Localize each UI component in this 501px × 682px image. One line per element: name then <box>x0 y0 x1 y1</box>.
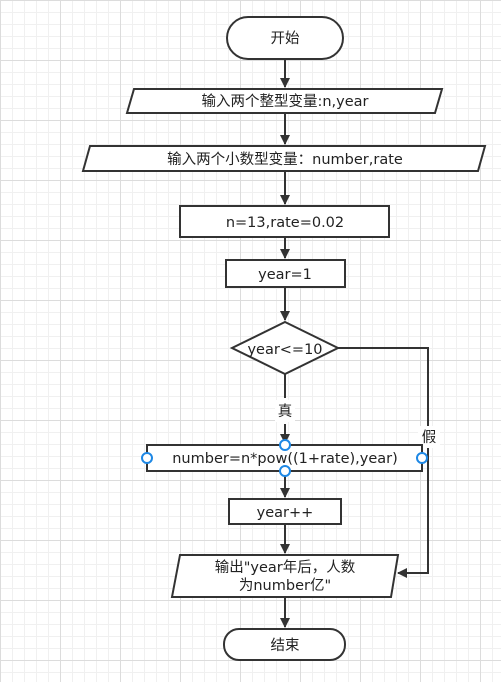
node-output-label-line1: 输出"year年后，人数 <box>215 559 356 576</box>
node-init-label: n=13,rate=0.02 <box>226 215 344 231</box>
node-output-label-line2: 为number亿" <box>239 577 331 594</box>
handle-bottom[interactable] <box>279 465 291 477</box>
handle-top[interactable] <box>279 439 291 451</box>
node-year-init[interactable]: year=1 <box>225 259 346 288</box>
handle-left[interactable] <box>141 452 153 464</box>
node-increment[interactable]: year++ <box>228 498 342 525</box>
node-output[interactable]: 输出"year年后，人数 为number亿" <box>170 554 400 598</box>
node-input-ints[interactable]: 输入两个整型变量:n,year <box>125 88 444 114</box>
connectors <box>280 59 429 628</box>
node-start-label: 开始 <box>271 30 300 47</box>
node-year-init-label: year=1 <box>258 267 312 283</box>
node-input-floats-label: 输入两个小数型变量：number,rate <box>167 151 403 168</box>
node-input-floats[interactable]: 输入两个小数型变量：number,rate <box>81 145 487 172</box>
node-end-label: 结束 <box>271 637 300 654</box>
node-condition-label: year<=10 <box>247 342 322 358</box>
node-end[interactable]: 结束 <box>223 628 346 661</box>
edge-labels: 真 假 <box>275 400 440 448</box>
handle-right[interactable] <box>416 452 428 464</box>
node-condition[interactable]: year<=10 <box>229 320 341 376</box>
selection-handles[interactable] <box>141 439 428 477</box>
node-input-ints-label: 输入两个整型变量:n,year <box>201 93 368 110</box>
node-init[interactable]: n=13,rate=0.02 <box>179 205 390 238</box>
false-label: 假 <box>422 429 437 446</box>
true-label: 真 <box>278 402 293 420</box>
node-compute-label: number=n*pow((1+rate),year) <box>172 451 398 467</box>
node-increment-label: year++ <box>257 505 314 521</box>
node-start[interactable]: 开始 <box>226 16 344 60</box>
edge-condition-false <box>338 347 429 578</box>
